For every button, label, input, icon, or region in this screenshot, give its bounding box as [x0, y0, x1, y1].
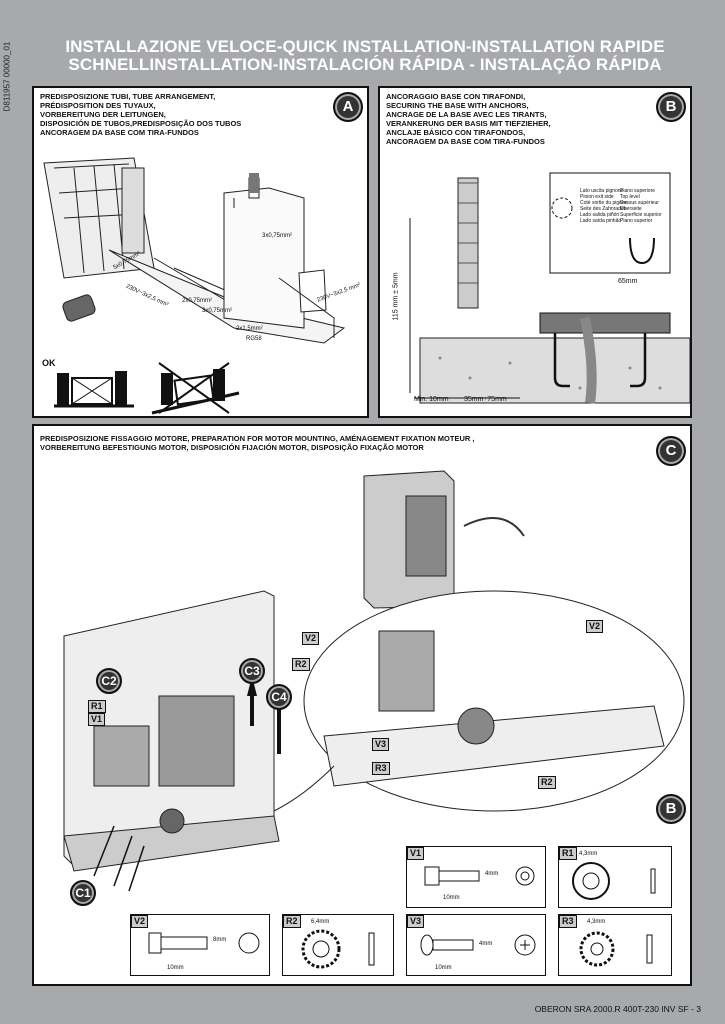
- footer-model: OBERON SRA 2000.R 400T-230 INV SF: [534, 1004, 689, 1014]
- hw-v2: V2 8mm 10mm: [130, 914, 270, 976]
- cable-label-8: RG58: [246, 336, 262, 342]
- hw-v3: V3 4mm 10mm: [406, 914, 546, 976]
- tag-v1: V1: [88, 713, 106, 726]
- dim-height: 115 mm ± 5mm: [392, 272, 400, 321]
- ok-label: OK: [42, 358, 56, 368]
- tag-r1: R1: [88, 700, 106, 713]
- tag-v3: V3: [372, 738, 390, 751]
- panel-a-text: PREDISPOSIZIONE TUBI, TUBE ARRANGEMENT,P…: [40, 92, 242, 137]
- tag-r3: R3: [372, 762, 390, 775]
- panel-a: PREDISPOSIZIONE TUBI, TUBE ARRANGEMENT,P…: [32, 86, 369, 418]
- badge-c: C: [656, 436, 686, 466]
- document-code: D811957 00000_01: [2, 41, 12, 112]
- motor-mounting-illustration: [63, 470, 685, 892]
- hw-v1: V1 4mm 10mm: [406, 846, 546, 908]
- header-line-1: INSTALLAZIONE VELOCE-QUICK INSTALLATION-…: [65, 37, 665, 56]
- panel-c-text: PREDISPOSIZIONE FISSAGGIO MOTORE, PREPAR…: [40, 434, 475, 452]
- step-c2: C2: [96, 668, 122, 694]
- cable-label-5: 3x0,75mm²: [202, 308, 233, 314]
- hw-r1: R1 4,3mm: [558, 846, 672, 908]
- cable-label-1: 3x0,75mm²: [262, 233, 293, 239]
- badge-a: A: [333, 92, 363, 122]
- hw-r3: R3 4,3mm: [558, 914, 672, 976]
- cable-label-7: 2x1,5mm²: [236, 326, 263, 332]
- hw-r2: R2 6,4mm: [282, 914, 394, 976]
- tag-r2-a: R2: [292, 658, 310, 671]
- dim-range: 35mm÷75mm: [464, 396, 507, 403]
- tube-arrangement-illustration: [43, 157, 346, 415]
- panel-c: PREDISPOSIZIONE FISSAGGIO MOTORE, PREPAR…: [32, 424, 692, 986]
- dim-65: 65mm: [618, 278, 638, 285]
- dim-min: Min. 10mm: [414, 396, 449, 403]
- badge-b: B: [656, 92, 686, 122]
- panel-b: ANCORAGGIO BASE CON TIRAFONDI,SECURING T…: [378, 86, 692, 418]
- tag-r2-b: R2: [538, 776, 556, 789]
- step-c4: C4: [266, 684, 292, 710]
- footer-page: 3: [696, 1004, 701, 1014]
- tag-v2-b: V2: [586, 620, 604, 633]
- tag-v2-a: V2: [302, 632, 320, 645]
- step-c1: C1: [70, 880, 96, 906]
- badge-b-inner: B: [656, 794, 686, 824]
- header-line-2: SCHNELLINSTALLATION-INSTALACIÓN RÁPIDA -…: [68, 55, 662, 74]
- page-header: INSTALLAZIONE VELOCE-QUICK INSTALLATION-…: [30, 38, 700, 74]
- page-footer: OBERON SRA 2000.R 400T-230 INV SF - 3: [534, 1004, 701, 1014]
- anchoring-illustration: [409, 172, 690, 404]
- cable-label-4: 2x0,75mm²: [182, 298, 213, 304]
- step-c3: C3: [239, 658, 265, 684]
- panel-b-text: ANCORAGGIO BASE CON TIRAFONDI,SECURING T…: [386, 92, 551, 146]
